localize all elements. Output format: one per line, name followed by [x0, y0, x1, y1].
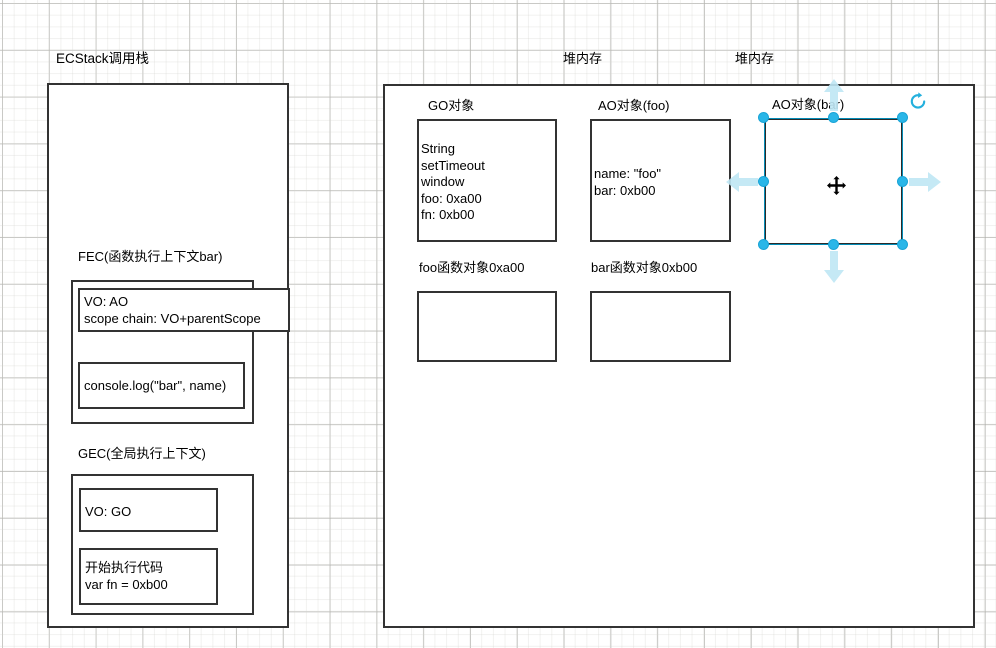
arrow-up-icon[interactable]: [822, 78, 846, 117]
bar-function-title: bar函数对象0xb00: [591, 260, 698, 275]
handle-middle-left[interactable]: [758, 176, 769, 187]
handle-bottom-left[interactable]: [758, 239, 769, 250]
bar-function-box[interactable]: [590, 291, 731, 362]
ao-foo-box[interactable]: [590, 119, 731, 242]
gec-vo-text: VO: GO: [85, 504, 132, 519]
ao-bar-box[interactable]: [764, 118, 903, 245]
ao-bar-title: AO对象(bar): [772, 97, 845, 112]
gec-exec-box[interactable]: [79, 548, 218, 605]
foo-function-title: foo函数对象0xa00: [419, 260, 525, 275]
handle-bottom-right[interactable]: [897, 239, 908, 250]
heap-title-left: 堆内存: [563, 51, 603, 66]
fec-vo-box[interactable]: [78, 288, 290, 332]
gec-vo-box[interactable]: [79, 488, 218, 532]
handle-bottom-center[interactable]: [828, 239, 839, 250]
heap-title-right: 堆内存: [735, 51, 775, 66]
ecstack-title: ECStack调用栈: [56, 51, 150, 66]
foo-function-box[interactable]: [417, 291, 557, 362]
handle-middle-right[interactable]: [897, 176, 908, 187]
handle-top-right[interactable]: [897, 112, 908, 123]
handle-top-center[interactable]: [828, 112, 839, 123]
arrow-down-icon[interactable]: [822, 250, 846, 289]
gec-exec-text: 开始执行代码 var fn = 0xb00: [85, 560, 168, 592]
fec-title: FEC(函数执行上下文bar): [78, 249, 223, 264]
fec-vo-text: VO: AO scope chain: VO+parentScope: [84, 294, 261, 326]
fec-console-text: console.log("bar", name): [84, 378, 227, 393]
arrow-left-icon[interactable]: [725, 170, 759, 199]
go-object-title: GO对象: [428, 98, 475, 113]
gec-title: GEC(全局执行上下文): [78, 446, 206, 461]
move-cursor-icon[interactable]: [827, 176, 846, 200]
ao-foo-text: name: "foo" bar: 0xb00: [594, 166, 662, 198]
fec-console-box[interactable]: [78, 362, 245, 409]
go-object-text: String setTimeout window foo: 0xa00 fn: …: [421, 141, 485, 222]
rotate-icon[interactable]: [908, 92, 928, 117]
ao-foo-title: AO对象(foo): [598, 98, 670, 113]
handle-top-left[interactable]: [758, 112, 769, 123]
arrow-right-icon[interactable]: [908, 170, 942, 199]
go-object-box[interactable]: [417, 119, 557, 242]
